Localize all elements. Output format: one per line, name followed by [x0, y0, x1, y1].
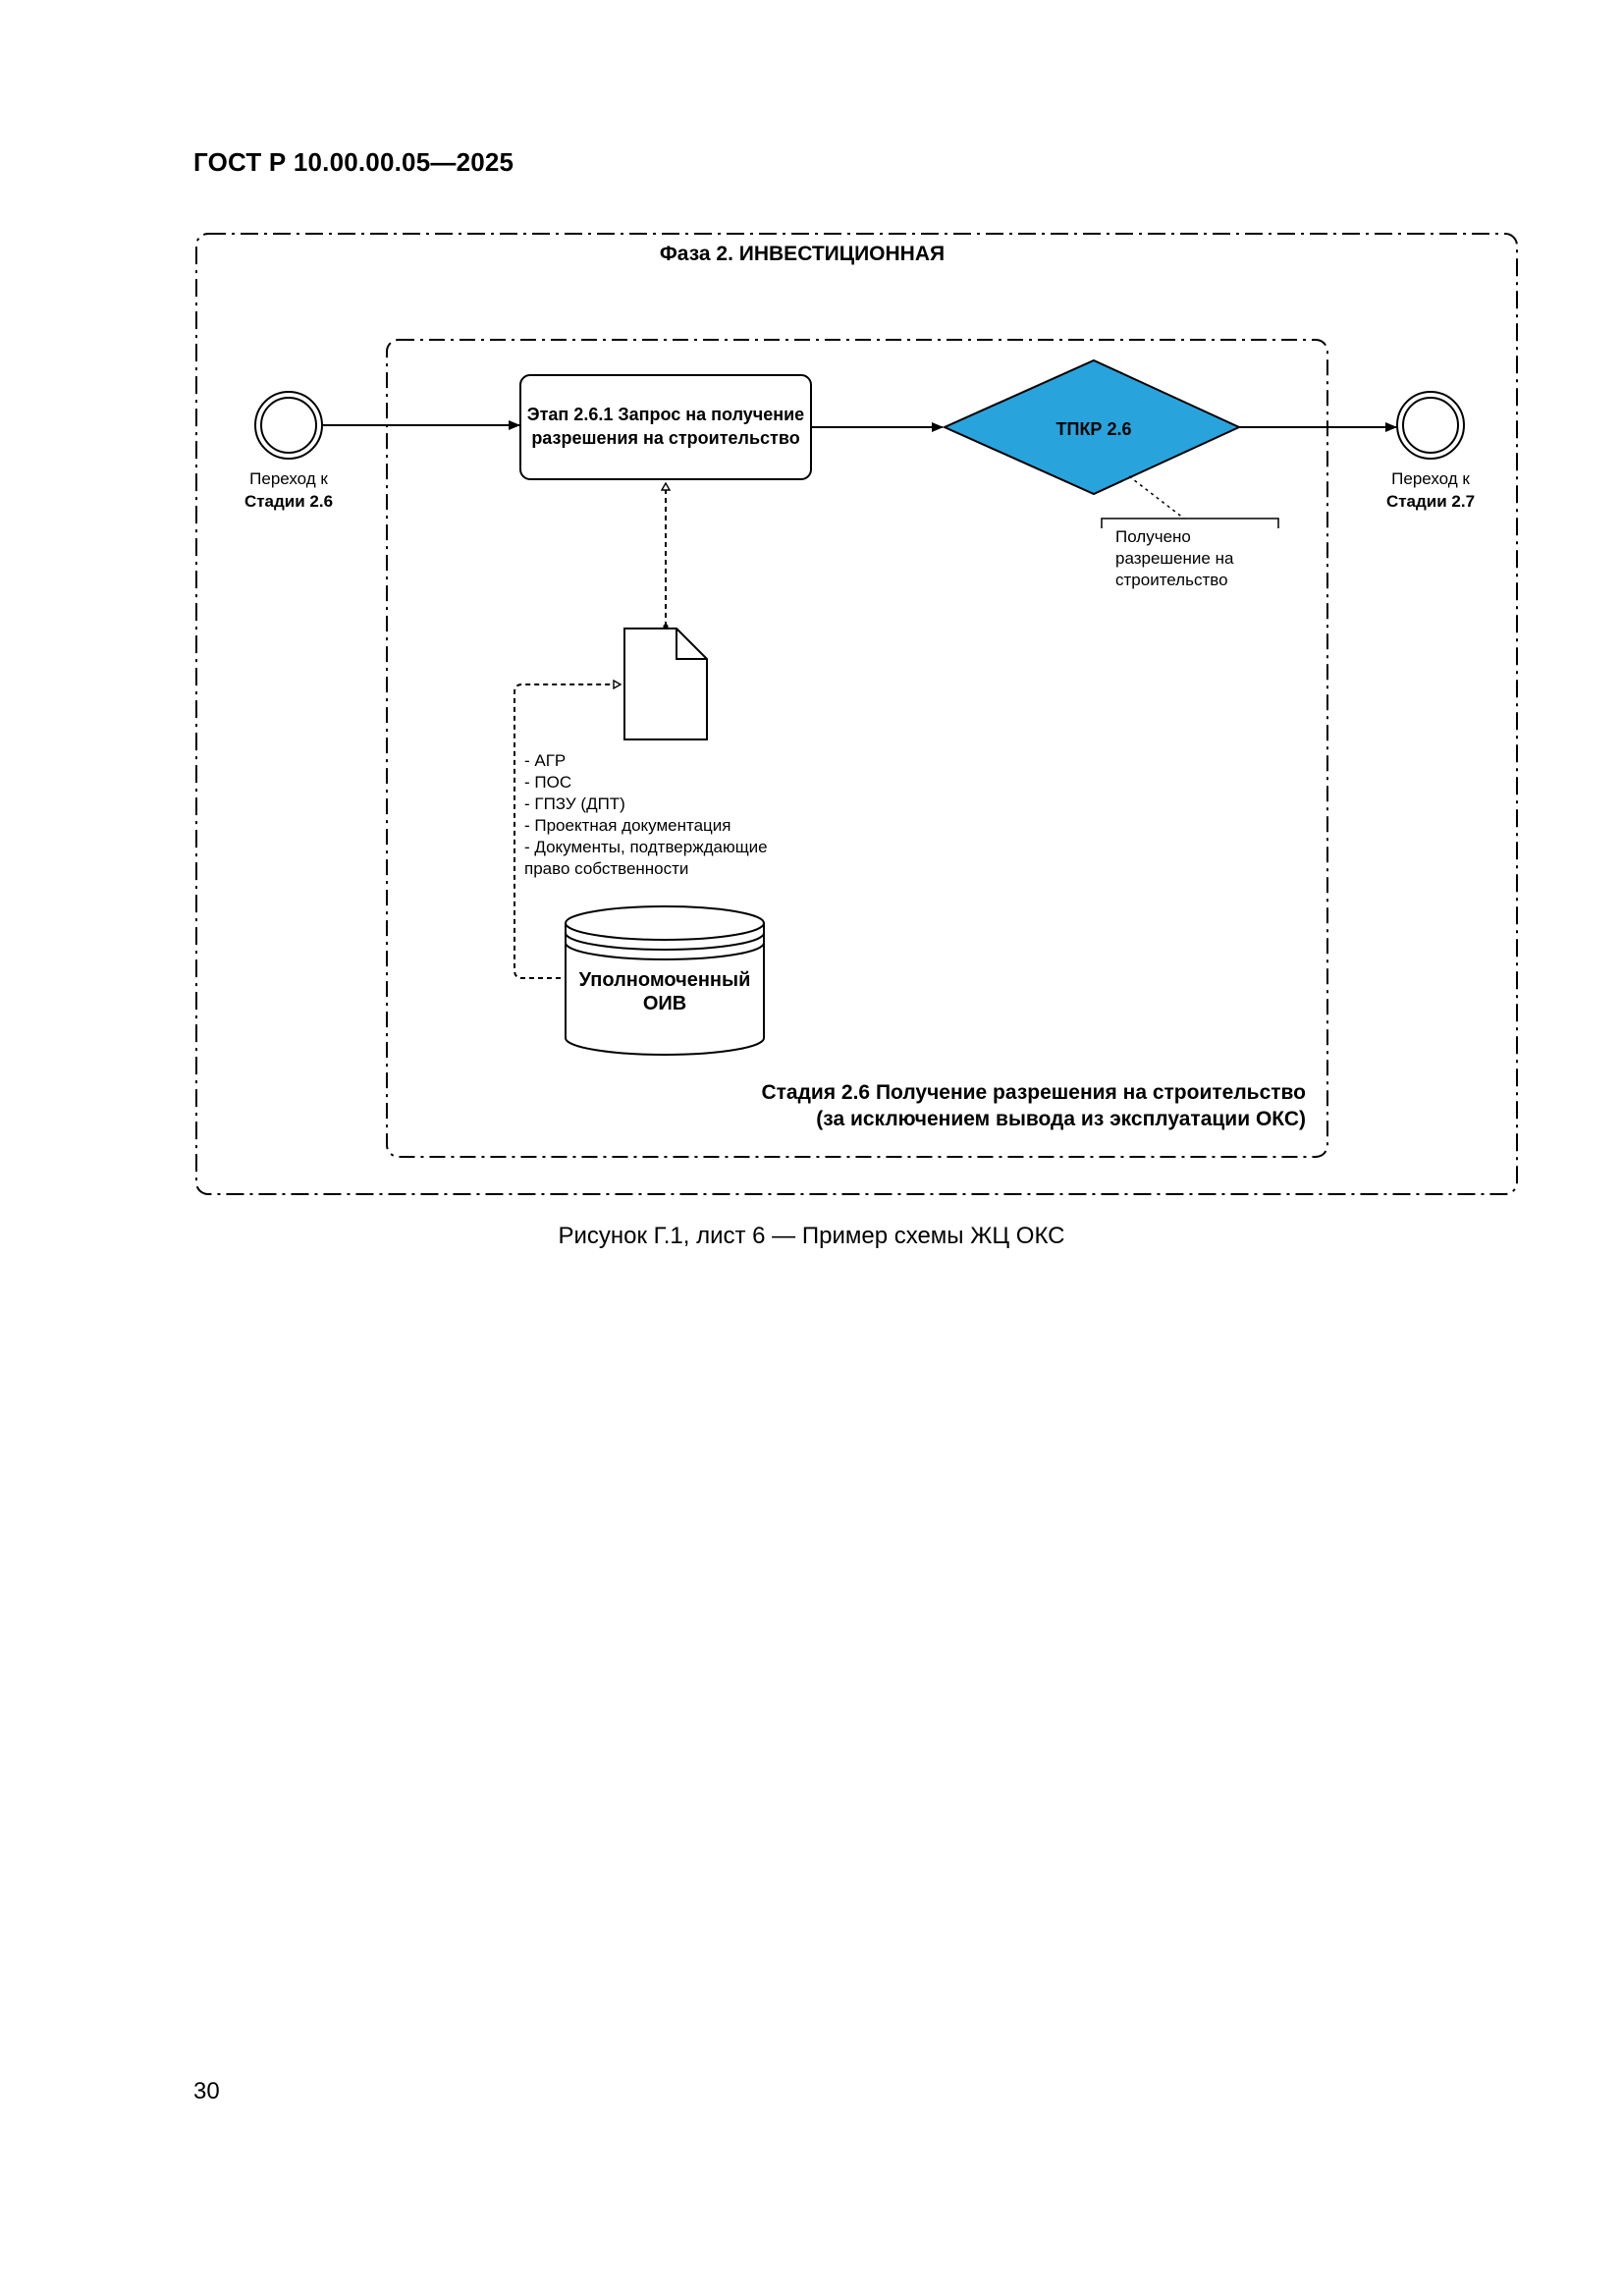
annotation-line3: строительство [1115, 571, 1228, 589]
start-event [254, 391, 323, 460]
figure-caption: Рисунок Г.1, лист 6 — Пример схемы ЖЦ ОК… [558, 1223, 1065, 1249]
lifecycle-diagram: Фаза 2. ИНВЕСТИЦИОННАЯ Стадия 2.6 Получе… [195, 233, 1518, 1195]
task-label-line2: разрешения на строительство [531, 428, 799, 448]
gateway-diamond [942, 358, 1242, 496]
document-fold [676, 629, 707, 660]
annotation-bracket [1101, 518, 1279, 528]
end-event [1396, 391, 1465, 460]
stage-container [386, 339, 1328, 1158]
task-box [519, 374, 812, 480]
annotation-association [1128, 475, 1185, 519]
start-event-label-line2: Стадии 2.6 [244, 492, 333, 511]
datastore-cylinder [565, 905, 765, 1056]
phase-title: Фаза 2. ИНВЕСТИЦИОННАЯ [660, 243, 945, 265]
document-list-item-5: - Документы, подтверждающие [524, 838, 768, 856]
task-label-line1: Этап 2.6.1 Запрос на получение [527, 405, 804, 424]
document-list-item-4: - Проектная документация [524, 816, 730, 835]
document-list-item-6: право собственности [524, 859, 688, 878]
start-event-label-line1: Переход к [249, 469, 328, 488]
stage-title-line2: (за исключением вывода из эксплуатации О… [816, 1108, 1306, 1130]
datastore-label-line1: Уполномоченный [579, 969, 751, 991]
end-event-label-line1: Переход к [1391, 469, 1470, 488]
datastore-label-line2: ОИВ [643, 993, 686, 1014]
end-event-label-line2: Стадии 2.7 [1386, 492, 1475, 511]
page-number: 30 [193, 2078, 220, 2105]
gateway-label: ТПКР 2.6 [1056, 419, 1132, 439]
document-icon [623, 628, 708, 740]
document-list-item-2: - ПОС [524, 773, 571, 792]
document-standard-id: ГОСТ Р 10.00.00.05—2025 [193, 147, 514, 177]
document-list-item-1: - АГР [524, 751, 566, 770]
document-list-item-3: - ГПЗУ (ДПТ) [524, 794, 625, 813]
annotation-line2: разрешение на [1115, 549, 1234, 568]
annotation-line1: Получено [1115, 527, 1191, 546]
association-datastore-to-document [514, 684, 621, 978]
phase-container [195, 233, 1518, 1195]
stage-title-line1: Стадия 2.6 Получение разрешения на строи… [761, 1081, 1306, 1104]
